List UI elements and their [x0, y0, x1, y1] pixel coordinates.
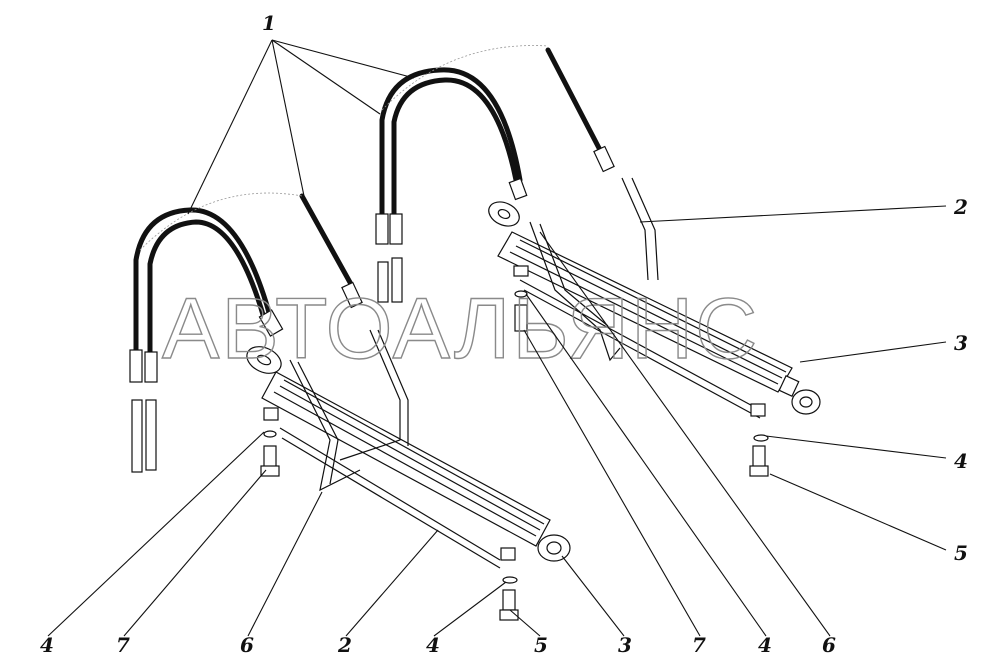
callout-5-bottom: 5 [534, 633, 548, 657]
watermark-text: АВТОАЛЬЯНС [162, 281, 759, 377]
callout-2-right: 2 [953, 195, 968, 219]
callout-2-bottom: 2 [337, 633, 352, 657]
callout-6-bottom-a: 6 [240, 633, 254, 657]
callout-6-bottom-b: 6 [822, 633, 836, 657]
callout-4-bottom-c: 4 [758, 633, 772, 657]
callout-5-right: 5 [954, 541, 968, 565]
callout-4-right: 4 [954, 449, 968, 473]
left-hydraulic-cylinder [246, 329, 571, 569]
callout-3-bottom: 3 [618, 633, 632, 657]
right-hydraulic-cylinder [488, 177, 821, 419]
callout-1-top: 1 [262, 11, 276, 35]
callout-3-right: 3 [954, 331, 968, 355]
callout-7-bottom-b: 7 [692, 633, 706, 657]
callout-labels: 1 2 3 4 5 4 7 6 2 4 5 3 7 4 6 [40, 11, 968, 657]
callout-7-bottom-a: 7 [116, 633, 130, 657]
high-pressure-hoses [129, 45, 615, 473]
right-fasteners [513, 265, 769, 477]
callout-4-bottom-a: 4 [40, 633, 54, 657]
callout-4-bottom-b: 4 [426, 633, 440, 657]
leader-lines [47, 39, 947, 637]
left-fasteners [260, 407, 519, 621]
